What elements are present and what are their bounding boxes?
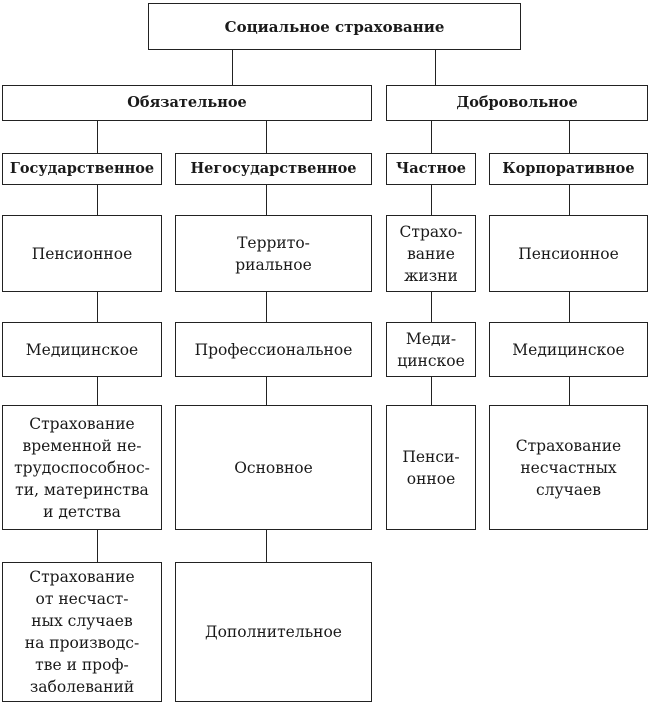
private-label: Частное: [396, 160, 466, 177]
corporate-item-1-label: Пенсионное: [518, 244, 619, 263]
connector-private-3: [431, 377, 433, 405]
connector-state-4: [97, 530, 99, 562]
state-item-4: Страхование от несчаст- ных случаев на п…: [2, 562, 162, 702]
mandatory-label: Обязательное: [127, 94, 247, 111]
nonstate-item-4: Дополнительное: [175, 562, 372, 702]
connector-voluntary-private: [431, 121, 433, 153]
corporate-item-3-label: Страхование несчастных случаев: [515, 436, 622, 499]
corporate-item-1: Пенсионное: [489, 215, 648, 292]
private-item-1: Страхо- вание жизни: [386, 215, 476, 292]
private-item-2: Меди- цинское: [386, 322, 476, 377]
corporate-item-2-label: Медицинское: [512, 340, 625, 359]
state-label: Государственное: [9, 160, 155, 177]
state-item-4-label: Страхование от несчаст- ных случаев на п…: [24, 568, 140, 696]
connector-mandatory-state: [97, 121, 99, 153]
corporate-node: Корпоративное: [489, 153, 648, 185]
connector-nonstate-4: [266, 530, 268, 562]
corporate-item-3: Страхование несчастных случаев: [489, 405, 648, 530]
voluntary-node: Добровольное: [386, 85, 648, 121]
corporate-label: Корпоративное: [502, 160, 635, 177]
private-item-2-label: Меди- цинское: [397, 329, 465, 370]
connector-nonstate-3: [266, 377, 268, 405]
connector-mandatory-nonstate: [266, 121, 268, 153]
corporate-item-2: Медицинское: [489, 322, 648, 377]
state-item-1-label: Пенсионное: [31, 244, 133, 263]
state-item-2: Медицинское: [2, 322, 162, 377]
connector-state-1: [97, 185, 99, 215]
connector-nonstate-2: [266, 292, 268, 322]
connector-state-2: [97, 292, 99, 322]
root-node: Социальное страхование: [148, 3, 521, 50]
voluntary-label: Добровольное: [456, 94, 578, 111]
mandatory-node: Обязательное: [2, 85, 372, 121]
root-label: Социальное страхование: [224, 17, 445, 36]
private-item-3-label: Пенси- онное: [402, 447, 460, 488]
connector-root-voluntary: [435, 50, 437, 85]
nonstate-label: Негосударственное: [190, 160, 357, 177]
nonstate-item-3: Основное: [175, 405, 372, 530]
nonstate-item-4-label: Дополнительное: [205, 623, 342, 641]
state-node: Государственное: [2, 153, 162, 185]
connector-state-3: [97, 377, 99, 405]
connector-nonstate-1: [266, 185, 268, 215]
private-item-3: Пенси- онное: [386, 405, 476, 530]
connector-corporate-3: [569, 377, 571, 405]
connector-private-1: [431, 185, 433, 215]
nonstate-item-1: Террито- риальное: [175, 215, 372, 292]
nonstate-item-2: Профессиональное: [175, 322, 372, 377]
state-item-3-label: Страхование временной не- трудоспособнос…: [14, 414, 150, 521]
state-item-3: Страхование временной не- трудоспособнос…: [2, 405, 162, 530]
connector-corporate-1: [569, 185, 571, 215]
nonstate-item-3-label: Основное: [234, 458, 313, 477]
state-item-2-label: Медицинское: [25, 340, 139, 359]
private-item-1-label: Страхо- вание жизни: [399, 222, 463, 285]
nonstate-item-2-label: Профессиональное: [194, 340, 353, 359]
nonstate-node: Негосударственное: [175, 153, 372, 185]
private-node: Частное: [386, 153, 476, 185]
connector-root-mandatory: [232, 50, 234, 85]
connector-corporate-2: [569, 292, 571, 322]
state-item-1: Пенсионное: [2, 215, 162, 292]
connector-voluntary-corporate: [569, 121, 571, 153]
connector-private-2: [431, 292, 433, 322]
nonstate-item-1-label: Террито- риальное: [235, 233, 312, 274]
